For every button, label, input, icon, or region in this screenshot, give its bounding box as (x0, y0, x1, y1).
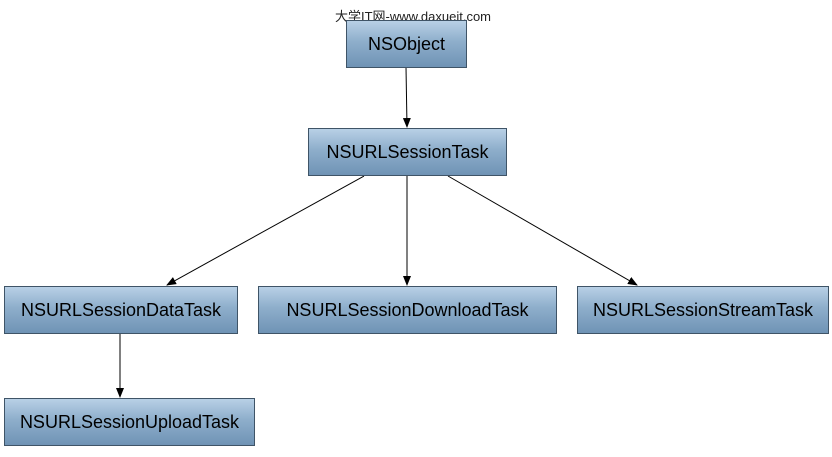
node-nsobject: NSObject (346, 20, 467, 68)
edge-object-to-task (402, 66, 411, 128)
edge-task-to-stream-task (447, 175, 638, 286)
edge-task-to-data-task (166, 175, 365, 286)
node-nsurlsessionstreamtask: NSURLSessionStreamTask (577, 286, 829, 334)
node-nsurlsessionuploadtask: NSURLSessionUploadTask (4, 398, 255, 446)
node-nsurlsessiondatatask: NSURLSessionDataTask (4, 286, 238, 334)
node-nsurlsessiondownloadtask: NSURLSessionDownloadTask (258, 286, 557, 334)
node-nsurlsessiontask: NSURLSessionTask (308, 128, 507, 176)
